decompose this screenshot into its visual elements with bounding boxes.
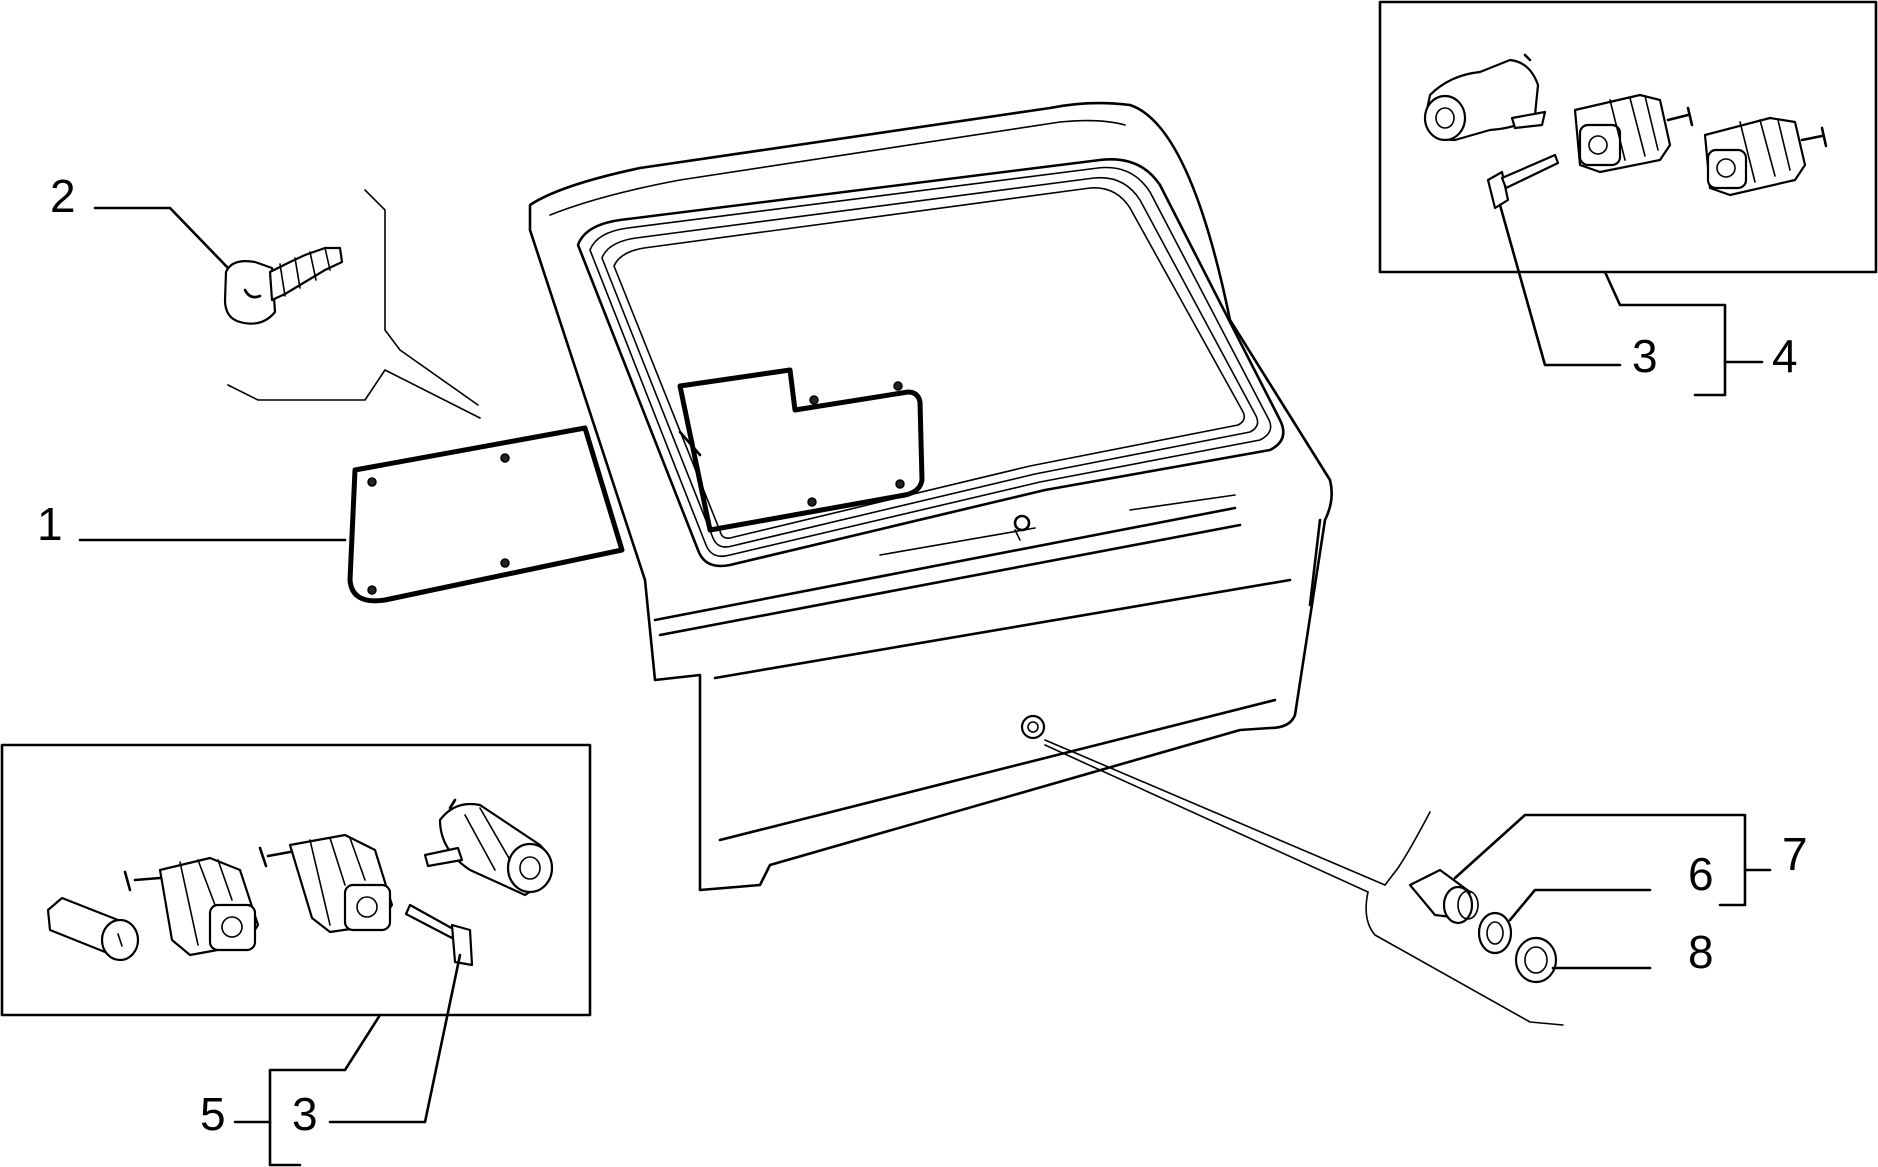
callout-6: 6: [1688, 848, 1714, 900]
callout-3-bottom: 3: [292, 1088, 318, 1140]
door-lock-bottom-1: [123, 856, 260, 957]
callout-7: 7: [1782, 828, 1808, 880]
callout-3-top: 3: [1632, 330, 1658, 382]
lock-cylinder-bottom-large: [423, 798, 554, 897]
key-bottom: [404, 903, 474, 967]
callout-2: 2: [50, 170, 76, 222]
lock-assembly-parts: [1044, 739, 1772, 1026]
lock-kit-bottom-box: [0, 743, 592, 1167]
ring-part-8: [1514, 936, 1558, 984]
callout-1: 1: [37, 498, 63, 550]
key-top: [1486, 153, 1560, 210]
tailgate-panel: [528, 101, 1333, 892]
lock-barrel-part-7: [1408, 868, 1479, 925]
cover-panel-part-1: [347, 367, 925, 604]
door-lock-top-2: [1703, 116, 1828, 197]
ring-part-6: [1477, 911, 1513, 955]
lock-cylinder-bottom-small: [46, 896, 140, 962]
door-lock-bottom-2: [258, 833, 394, 934]
door-lock-top-1: [1573, 93, 1694, 174]
callout-5: 5: [200, 1088, 226, 1140]
callout-8: 8: [1688, 926, 1714, 978]
lock-kit-top-box: [1378, 0, 1878, 397]
leader-line-2: [93, 206, 230, 270]
screw-part-2: [223, 189, 481, 419]
lock-cylinder-top: [1423, 53, 1547, 142]
callout-4: 4: [1772, 330, 1798, 382]
